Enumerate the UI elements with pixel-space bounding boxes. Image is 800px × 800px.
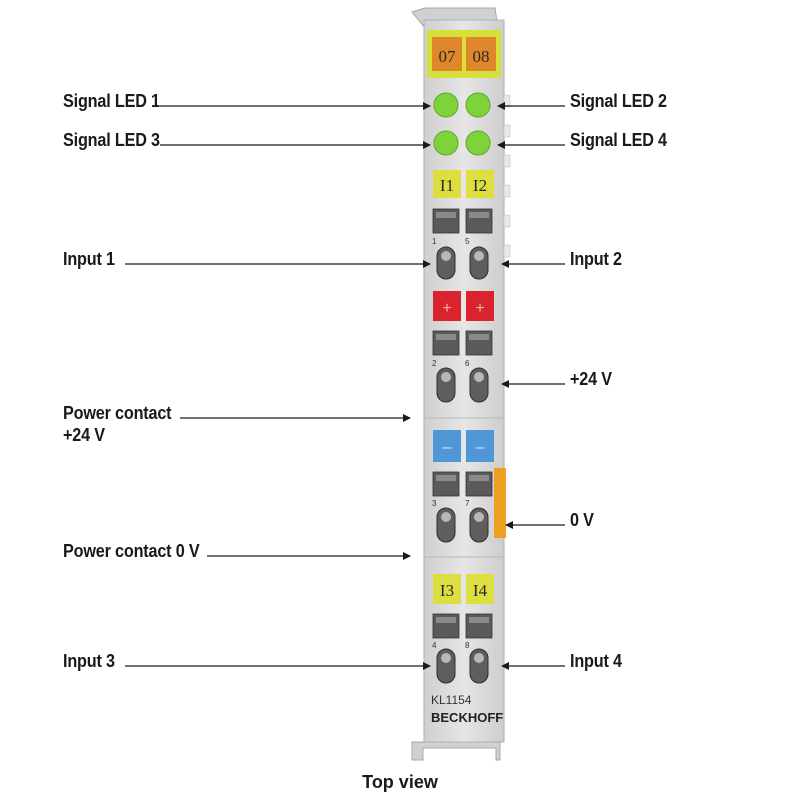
minus-box-left <box>433 430 461 462</box>
label-power-contact-24v-line1: Power contact <box>63 403 172 423</box>
label-plus-24v: +24 V <box>570 369 612 389</box>
top-label-08-box <box>466 37 496 71</box>
top-label-08: 08 <box>473 47 490 66</box>
signal-led-1-icon <box>433 92 459 118</box>
minus-sign-left: – <box>443 439 452 456</box>
channel-label-i3: I3 <box>440 581 454 600</box>
side-orange-strip <box>494 468 506 538</box>
label-signal-led-4: Signal LED 4 <box>570 130 667 150</box>
plus-box-right <box>466 291 494 321</box>
top-label-07-box <box>432 37 462 71</box>
terminal-number-7: 7 <box>465 499 470 508</box>
channel-label-i4: I4 <box>473 581 488 600</box>
channel-label-i1: I1 <box>440 176 454 195</box>
terminal-number-8: 8 <box>465 641 470 650</box>
label-power-contact-24v-line2: +24 V <box>63 425 105 445</box>
terminal-number-2: 2 <box>432 359 437 368</box>
model-number: KL1154 <box>431 693 472 707</box>
channel-label-i2: I2 <box>473 176 487 195</box>
label-zero-v: 0 V <box>570 510 594 530</box>
brand-logo: BECKHOFF <box>431 710 503 725</box>
signal-led-3-icon <box>433 130 459 156</box>
terminal-group-1 <box>432 208 493 280</box>
module-body <box>411 7 511 761</box>
plus-box-left <box>433 291 461 321</box>
label-input-4: Input 4 <box>570 651 622 671</box>
terminal-number-4: 4 <box>432 641 437 650</box>
channel-label-i4-box <box>466 574 494 604</box>
label-input-3: Input 3 <box>63 651 115 671</box>
label-power-contact-0v: Power contact 0 V <box>63 541 200 561</box>
terminal-group-4 <box>432 613 493 684</box>
label-signal-led-2: Signal LED 2 <box>570 91 667 111</box>
channel-label-i1-box <box>433 170 461 198</box>
plus-sign-right: + <box>475 300 484 317</box>
terminal-number-1: 1 <box>432 237 437 246</box>
label-input-2: Input 2 <box>570 249 622 269</box>
plus-sign-left: + <box>442 300 451 317</box>
signal-led-2-icon <box>465 92 491 118</box>
label-input-1: Input 1 <box>63 249 115 269</box>
terminal-number-5: 5 <box>465 237 470 246</box>
terminal-group-3 <box>432 471 493 543</box>
signal-led-4-icon <box>465 130 491 156</box>
label-signal-led-3: Signal LED 3 <box>63 130 160 150</box>
top-label-07: 07 <box>439 47 457 66</box>
caption-top-view: Top view <box>362 772 438 792</box>
label-signal-led-1: Signal LED 1 <box>63 91 160 111</box>
minus-sign-right: – <box>476 439 485 456</box>
terminal-number-3: 3 <box>432 499 437 508</box>
leader-lines <box>125 102 565 670</box>
terminal-number-6: 6 <box>465 359 470 368</box>
channel-label-i3-box <box>433 574 461 604</box>
terminal-group-2 <box>432 330 493 403</box>
minus-box-right <box>466 430 494 462</box>
channel-label-i2-box <box>466 170 494 198</box>
